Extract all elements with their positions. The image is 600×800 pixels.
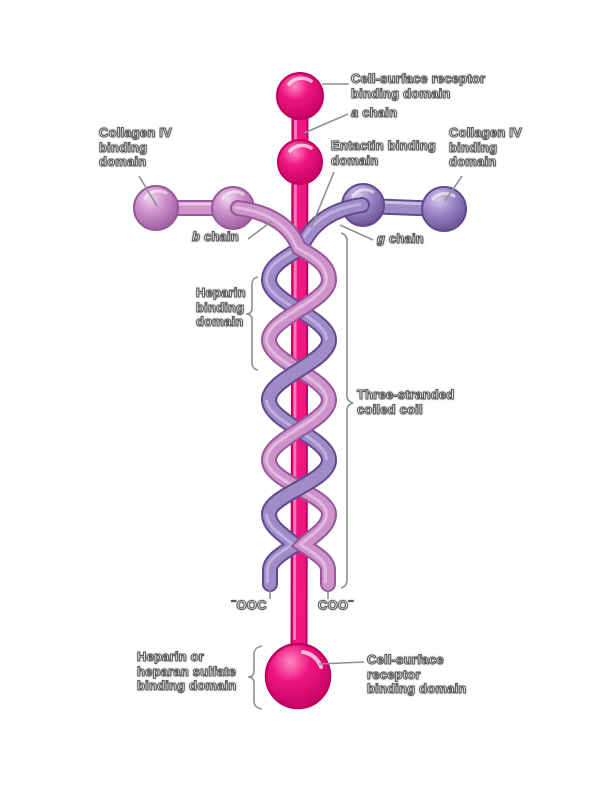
leader-g-chain xyxy=(339,224,374,241)
leader-collagen-right xyxy=(444,175,463,202)
a-chain-letter: a xyxy=(350,105,359,121)
bracket-coiled-coil xyxy=(340,232,354,589)
label-entactin-binding-domain: Entactin binding domain xyxy=(331,138,437,168)
ooc-text: OOC xyxy=(236,597,267,613)
label-b-chain: b chain xyxy=(191,229,239,245)
label-coo-terminus: COO− xyxy=(317,596,354,613)
g-chain-word: chain xyxy=(388,231,424,247)
leader-bottom-receptor xyxy=(318,661,365,665)
annotation-lines xyxy=(138,83,463,710)
gamma-strand-crossovers xyxy=(261,338,337,517)
label-three-stranded-coiled-coil: Three-stranded coiled coil xyxy=(357,387,455,417)
label-cell-surface-receptor-top: Cell-surface receptor binding domain xyxy=(351,71,486,101)
label-a-chain: a chain xyxy=(350,105,398,121)
gamma-chain-arm xyxy=(341,183,467,232)
bracket-heparin xyxy=(245,276,259,371)
b-chain-letter: b xyxy=(191,229,201,245)
coo-minus-sign: − xyxy=(348,596,354,607)
label-cell-surface-receptor-bottom: Cell-surface receptor binding domain xyxy=(367,652,467,697)
leader-entactin xyxy=(310,171,335,229)
label-ooc-terminus: −OOC xyxy=(230,596,267,613)
leader-a-chain xyxy=(303,113,349,134)
leader-b-chain xyxy=(247,220,273,240)
a-chain-word: chain xyxy=(362,105,398,121)
b-chain-word: chain xyxy=(203,229,239,245)
leader-collagen-left xyxy=(138,175,158,207)
brace-heparan-sulfate xyxy=(247,645,263,710)
g-chain-letter: g xyxy=(376,231,386,247)
label-g-chain: g chain xyxy=(376,231,424,247)
receptor-binding-globule-bottom xyxy=(264,642,332,710)
coo-text: COO xyxy=(317,597,349,613)
beta-strand-coil xyxy=(230,200,338,592)
label-heparan-sulfate-binding-domain: Heparin or heparan sulfate binding domai… xyxy=(137,649,237,694)
alpha-chain-top-globules xyxy=(276,72,324,185)
label-heparin-binding-domain: Heparin binding domain xyxy=(196,285,247,330)
label-collagen-iv-left: Collagen IV binding domain xyxy=(99,125,173,170)
label-collagen-iv-right: Collagen IV binding domain xyxy=(449,125,523,170)
ooc-minus-sign: − xyxy=(230,596,237,607)
